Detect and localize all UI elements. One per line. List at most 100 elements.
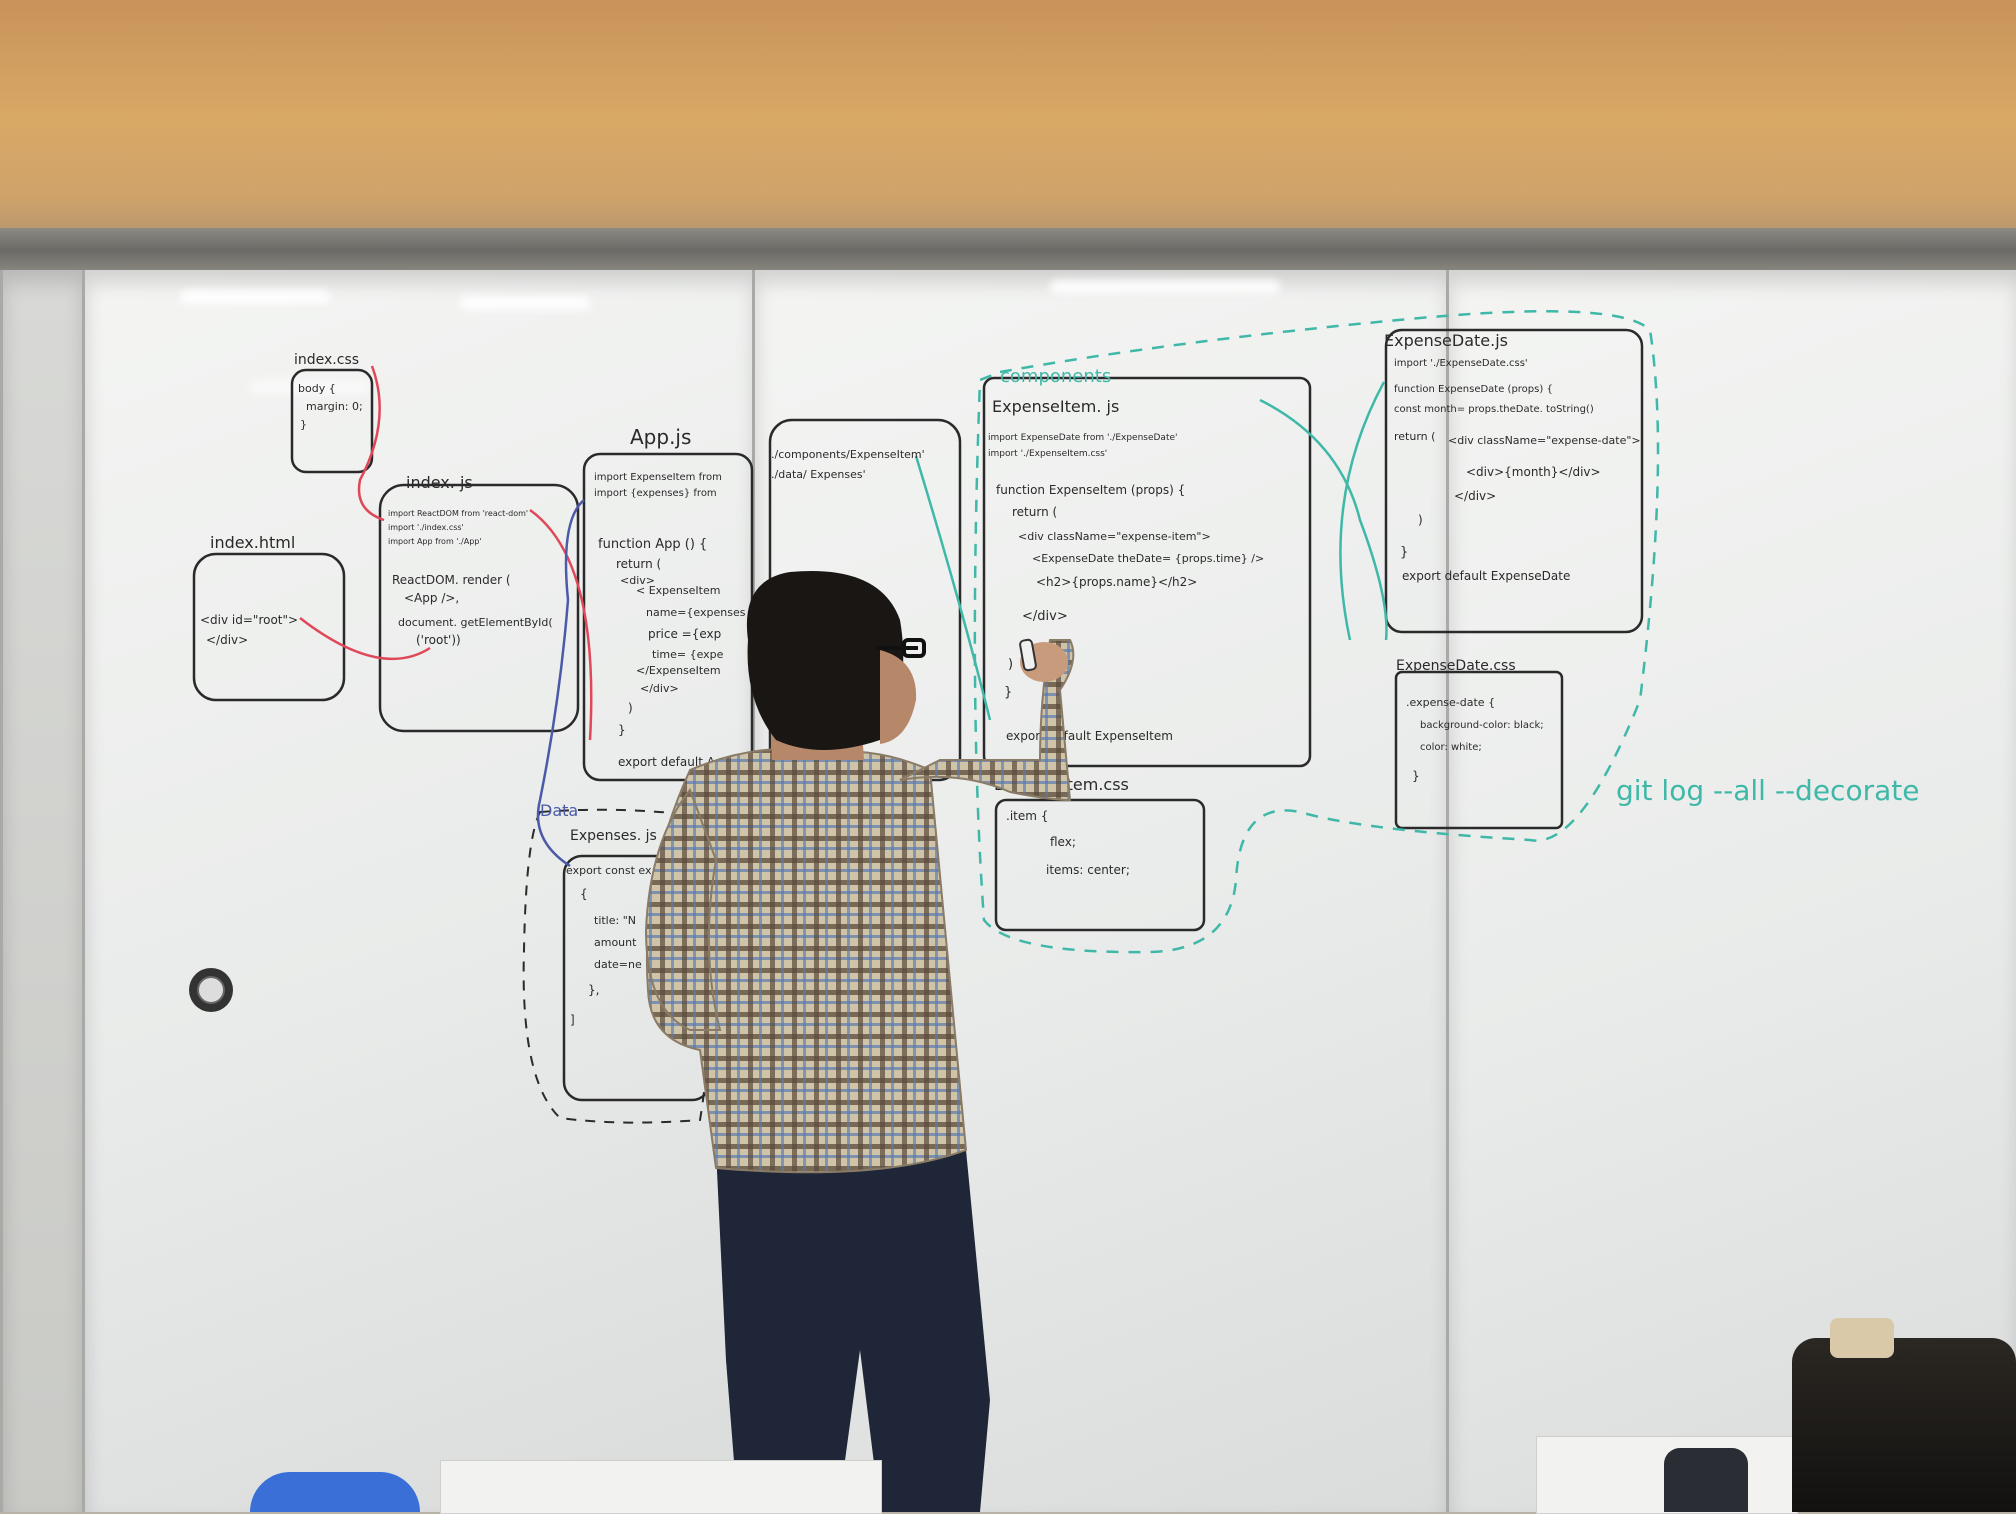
- marker: [1019, 638, 1037, 672]
- index-js-line: document. getElementById(: [398, 616, 553, 629]
- expenses-js-line: ]: [570, 1013, 575, 1027]
- expenses-js-line: {: [580, 887, 588, 901]
- hair: [746, 571, 904, 750]
- app-js-line: name={expenses: [646, 606, 746, 619]
- whiteboard-panel-1: [82, 270, 755, 1512]
- app-js-line: }: [618, 723, 626, 737]
- components-group-border: [973, 310, 1660, 954]
- expense-date-js-line: <div>{month}</div>: [1466, 465, 1601, 479]
- expense-date-css-line: }: [1412, 769, 1420, 783]
- light-reflection: [250, 380, 370, 394]
- index-html-box: [192, 552, 346, 702]
- expenses-js-title: Expenses. js: [570, 828, 657, 844]
- expenses-js-line: amount: [594, 936, 637, 949]
- jeans: [716, 1150, 990, 1512]
- teal-arrow: [1339, 381, 1386, 641]
- app-js-line: import {expenses} from: [594, 488, 717, 499]
- app-js-line: </ExpenseItem: [636, 664, 721, 677]
- expense-item-js-line: return (: [1012, 505, 1057, 519]
- chair-back: [250, 1472, 420, 1512]
- imports-line: './components/ExpenseItem': [768, 448, 925, 461]
- teal-arrow: [914, 455, 992, 721]
- expenses-js-line: date=ne: [594, 958, 642, 971]
- index-js-line: import './index.css': [388, 523, 464, 532]
- wall-ceiling: [0, 0, 2016, 260]
- app-js-line: return (: [616, 557, 661, 571]
- app-js-line: </div>: [640, 682, 679, 695]
- expense-item-js-line: <h2>{props.name}</h2>: [1036, 575, 1197, 589]
- expense-item-js-line: }: [1004, 685, 1012, 700]
- expense-item-js-title: ExpenseItem. js: [992, 397, 1119, 416]
- expense-item-js-box: [982, 376, 1312, 768]
- expense-date-css-box: [1394, 670, 1564, 830]
- whiteboard-panel-left-edge: [0, 270, 83, 1512]
- index-js-line: import App from './App': [388, 537, 482, 546]
- expense-date-js-line: }: [1400, 545, 1408, 560]
- expense-item-css-line: flex;: [1050, 835, 1076, 849]
- expense-item-js-line: <div className="expense-item">: [1018, 530, 1211, 543]
- expense-date-js-line: export default ExpenseDate: [1402, 569, 1570, 583]
- data-label: Data: [540, 801, 578, 820]
- blue-arrow: [536, 499, 585, 868]
- app-js-line: <div>: [620, 574, 655, 587]
- index-html-line: <div id="root">: [200, 613, 298, 627]
- whiteboard-panel-3: [1446, 270, 2016, 1512]
- black-bag: [1792, 1338, 2016, 1512]
- expense-date-js-line: <div className="expense-date">: [1448, 434, 1641, 447]
- expenses-js-line: export const ex: [566, 864, 652, 877]
- index-css-box: [290, 368, 374, 474]
- expense-item-js-line: import './ExpenseItem.css': [988, 449, 1107, 459]
- expense-date-css-title: ExpenseDate.css: [1396, 658, 1516, 674]
- expense-item-js-line: ): [1008, 657, 1013, 672]
- expense-date-js-box: [1384, 328, 1644, 634]
- light-reflection: [1050, 280, 1280, 294]
- expenses-js-line: title: "N: [594, 914, 636, 927]
- expense-date-css-line: background-color: black;: [1420, 720, 1544, 731]
- left-arm: [644, 787, 722, 1031]
- expense-item-css-line: items: center;: [1046, 863, 1130, 877]
- index-css-line: margin: 0;: [306, 400, 363, 413]
- index-css-line: }: [300, 418, 307, 431]
- expense-date-js-line: import './ExpenseDate.css': [1394, 358, 1528, 369]
- expense-date-css-line: color: white;: [1420, 742, 1482, 753]
- app-js-line: < ExpenseItem: [636, 584, 720, 597]
- index-css-line: body {: [298, 382, 336, 395]
- expense-date-js-line: ): [1418, 513, 1423, 527]
- light-reflection: [460, 296, 590, 310]
- red-arrow: [357, 365, 385, 522]
- expense-date-js-line: function ExpenseDate (props) {: [1394, 384, 1553, 395]
- expense-date-js-title: ExpenseDate.js: [1384, 331, 1508, 350]
- index-js-line: ReactDOM. render (: [392, 573, 511, 587]
- data-group-border: [522, 808, 711, 1124]
- index-js-line: ('root')): [416, 633, 461, 647]
- imports-line: './data/ Expenses': [768, 468, 866, 481]
- desk-foreground: [440, 1460, 882, 1514]
- expense-item-js-line: function ExpenseItem (props) {: [996, 483, 1185, 497]
- expense-date-js-line: const month= props.theDate. toString(): [1394, 404, 1594, 415]
- index-js-box: [378, 483, 580, 733]
- app-js-title: App.js: [630, 425, 691, 449]
- index-css-title: index.css: [294, 352, 359, 368]
- expense-item-js-line: <ExpenseDate theDate= {props.time} />: [1032, 552, 1264, 565]
- red-arrow: [299, 617, 431, 661]
- app-js-line: time= {expe: [652, 648, 724, 661]
- expense-date-js-line: return (: [1394, 430, 1435, 443]
- expenses-js-line: },: [588, 983, 599, 997]
- index-js-line: import ReactDOM from 'react-dom': [388, 509, 528, 518]
- app-js-line: price ={exp: [648, 627, 721, 641]
- expense-item-js-line: </div>: [1022, 609, 1068, 624]
- components-label: components: [1000, 366, 1111, 387]
- index-js-title: index. js: [406, 473, 473, 492]
- app-js-line: import ExpenseItem from: [594, 472, 722, 483]
- mouse-pad: [1664, 1448, 1748, 1512]
- paper-in-bag: [1830, 1318, 1894, 1358]
- expense-item-js-line: import ExpenseDate from './ExpenseDate': [988, 433, 1178, 443]
- index-html-line: </div>: [206, 633, 248, 647]
- light-reflection: [180, 290, 330, 304]
- expense-item-css-box: [994, 798, 1206, 932]
- expense-date-css-line: .expense-date {: [1406, 696, 1495, 709]
- app-js-line: export default A: [618, 755, 716, 769]
- index-html-title: index.html: [210, 533, 295, 552]
